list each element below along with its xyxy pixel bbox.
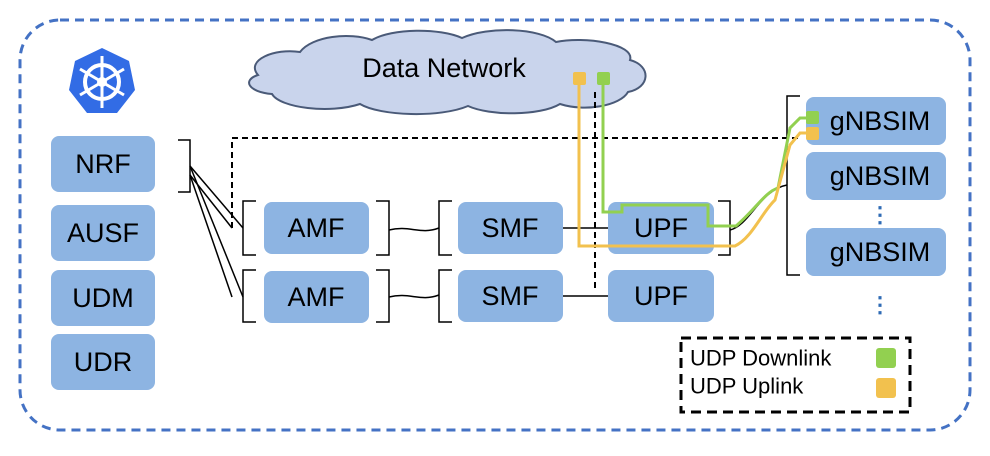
legend-downlink-label: UDP Downlink xyxy=(690,346,832,371)
amf-label-1: AMF xyxy=(288,213,345,243)
smf-label-2: SMF xyxy=(482,281,539,311)
gnbsim-label-3: gNBSIM xyxy=(830,237,931,267)
legend-uplink-label: UDP Uplink xyxy=(690,374,804,399)
smf-label-1: SMF xyxy=(482,213,539,243)
n2-dashed-line xyxy=(231,137,800,228)
udr-label: UDR xyxy=(74,347,133,377)
data-network-cloud: Data Network xyxy=(248,29,647,116)
gnbsim-box-2: gNBSIM xyxy=(806,152,946,200)
udm-label: UDM xyxy=(72,283,134,313)
udr-box: UDR xyxy=(51,334,155,390)
legend: UDP Downlink UDP Uplink xyxy=(679,336,912,414)
gnbsim-ellipsis-2: ⋮ xyxy=(869,292,891,317)
amf-box-2: AMF xyxy=(264,271,369,323)
smf-box-2: SMF xyxy=(458,270,563,322)
legend-uplink-swatch xyxy=(876,378,896,398)
upf-label-2: UPF xyxy=(634,281,688,311)
gnbsim-label-2: gNBSIM xyxy=(830,161,931,191)
amf-label-2: AMF xyxy=(288,282,345,312)
nrf-box: NRF xyxy=(51,136,155,192)
ausf-box: AUSF xyxy=(51,205,155,261)
uplink-marker-gnbsim xyxy=(806,127,819,140)
udp-downlink-path xyxy=(601,80,810,228)
upf-label-1: UPF xyxy=(634,213,688,243)
kubernetes-icon xyxy=(69,48,135,113)
upf-box-2: UPF xyxy=(608,270,714,322)
upf-box-1: UPF xyxy=(608,202,714,254)
gnbsim-label-1: gNBSIM xyxy=(830,106,931,136)
nrf-label: NRF xyxy=(75,149,131,179)
udm-box: UDM xyxy=(51,270,155,326)
ausf-label: AUSF xyxy=(67,218,139,248)
gnbsim-box-1: gNBSIM xyxy=(806,97,946,145)
uplink-marker-cloud xyxy=(573,72,586,85)
gnbsim-ellipsis-1: ⋮ xyxy=(869,202,891,227)
data-network-label: Data Network xyxy=(362,53,526,83)
downlink-marker-cloud xyxy=(597,72,610,85)
gnbsim-box-3: gNBSIM xyxy=(806,228,946,276)
cluster-boundary xyxy=(18,18,972,432)
signaling-lines xyxy=(178,95,800,323)
udp-uplink-path xyxy=(577,80,812,248)
downlink-marker-gnbsim xyxy=(806,111,819,124)
amf-box-1: AMF xyxy=(264,202,369,254)
legend-downlink-swatch xyxy=(876,348,896,368)
smf-box-1: SMF xyxy=(458,202,563,254)
